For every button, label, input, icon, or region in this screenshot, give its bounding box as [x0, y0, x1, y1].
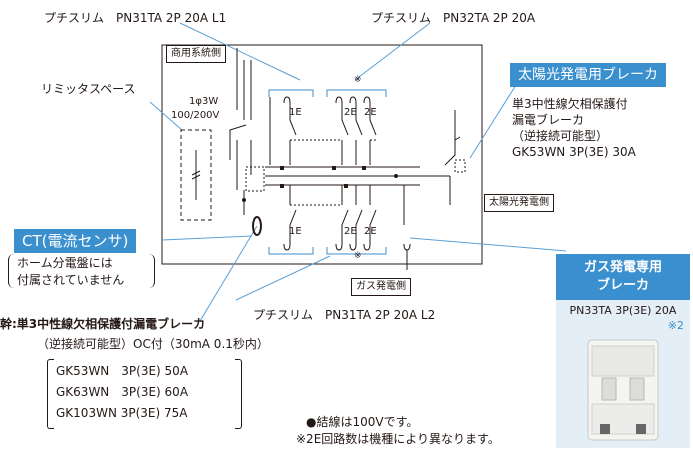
main-breaker-sub: （逆接続可能型）OC付（30mA 0.1秒内）	[37, 337, 269, 351]
circuit-2e-top-a: 2E	[344, 107, 357, 118]
main-models-bracket-right	[235, 359, 242, 429]
solar-desc-line-3: （逆接続可能型）	[512, 129, 609, 143]
solar-breaker-desc: 単3中性線欠相保護付 漏電ブレーカ （逆接続可能型） GK53WN 3P(3E)…	[512, 96, 636, 160]
gas-breaker-image	[587, 339, 659, 441]
ct-note-paren-left	[8, 254, 15, 288]
main-model-1: GK53WN 3P(3E) 50A	[56, 364, 189, 378]
circuit-2e-bottom-a: 2E	[344, 226, 357, 237]
gas-title-line-1: ガス発電専用	[583, 260, 662, 275]
ct-note: ホーム分電盤には 付属されていません	[17, 255, 124, 289]
gas-breaker-panel: ガス発電専用 ブレーカ PN33TA 3P(3E) 20A ※2	[556, 254, 690, 448]
power-spec-2: 100/200V	[171, 110, 220, 121]
gas-panel-note: ※2	[667, 319, 684, 332]
circuit-2e-bottom-b: 2E	[364, 226, 377, 237]
label-putisurimu-l2: プチスリム PN31TA 2P 20A L2	[253, 308, 436, 322]
limiter-space-label: リミッタスペース	[41, 82, 136, 96]
note-wiring: ●結線は100Vです。	[306, 415, 419, 429]
ct-sensor	[252, 216, 262, 236]
asterisk-top: ※	[354, 75, 362, 85]
power-spec-1: 1φ3W	[189, 96, 219, 107]
main-breaker-title: 幹:単3中性線欠相保護付漏電ブレーカ	[0, 317, 206, 331]
commercial-side-label: 商用系統側	[166, 45, 226, 63]
circuit-1e-bottom: 1E	[289, 226, 302, 237]
main-models: GK53WN 3P(3E) 50A GK63WN 3P(3E) 60A GK10…	[56, 361, 188, 424]
solar-side-label: 太陽光発電側	[484, 194, 554, 212]
label-putisurimu-top: プチスリム PN32TA 2P 20A	[371, 11, 536, 25]
gas-panel-model: PN33TA 3P(3E) 20A	[569, 304, 677, 317]
solar-desc-line-2: 漏電ブレーカ	[512, 113, 585, 127]
circuit-2e-top-b: 2E	[364, 107, 377, 118]
solar-breaker-tag: 太陽光発電用ブレーカ	[510, 63, 666, 87]
label-putisurimu-l1: プチスリム PN31TA 2P 20A L1	[44, 11, 227, 25]
limiter-space	[180, 129, 212, 221]
main-models-bracket-left	[47, 359, 54, 429]
note-2e: ※2E回路数は機種により異なります。	[296, 432, 500, 446]
ct-note-line-2: 付属されていません	[17, 273, 125, 287]
ct-note-line-1: ホーム分電盤には	[17, 256, 113, 270]
solar-desc-line-1: 単3中性線欠相保護付	[512, 97, 628, 111]
solar-desc-line-4: GK53WN 3P(3E) 30A	[512, 145, 636, 159]
gas-panel-title: ガス発電専用 ブレーカ	[556, 254, 690, 300]
circuit-1e-top: 1E	[289, 107, 302, 118]
ct-note-paren-right	[148, 254, 155, 288]
panel-enclosure	[161, 44, 483, 265]
asterisk-bottom: ※	[354, 251, 362, 261]
gas-title-line-2: ブレーカ	[596, 278, 649, 293]
main-model-3: GK103WN 3P(3E) 75A	[56, 406, 188, 420]
ct-tag: CT(電流センサ)	[14, 229, 137, 253]
gas-side-label: ガス発電側	[351, 278, 411, 296]
main-model-2: GK63WN 3P(3E) 60A	[56, 385, 189, 399]
